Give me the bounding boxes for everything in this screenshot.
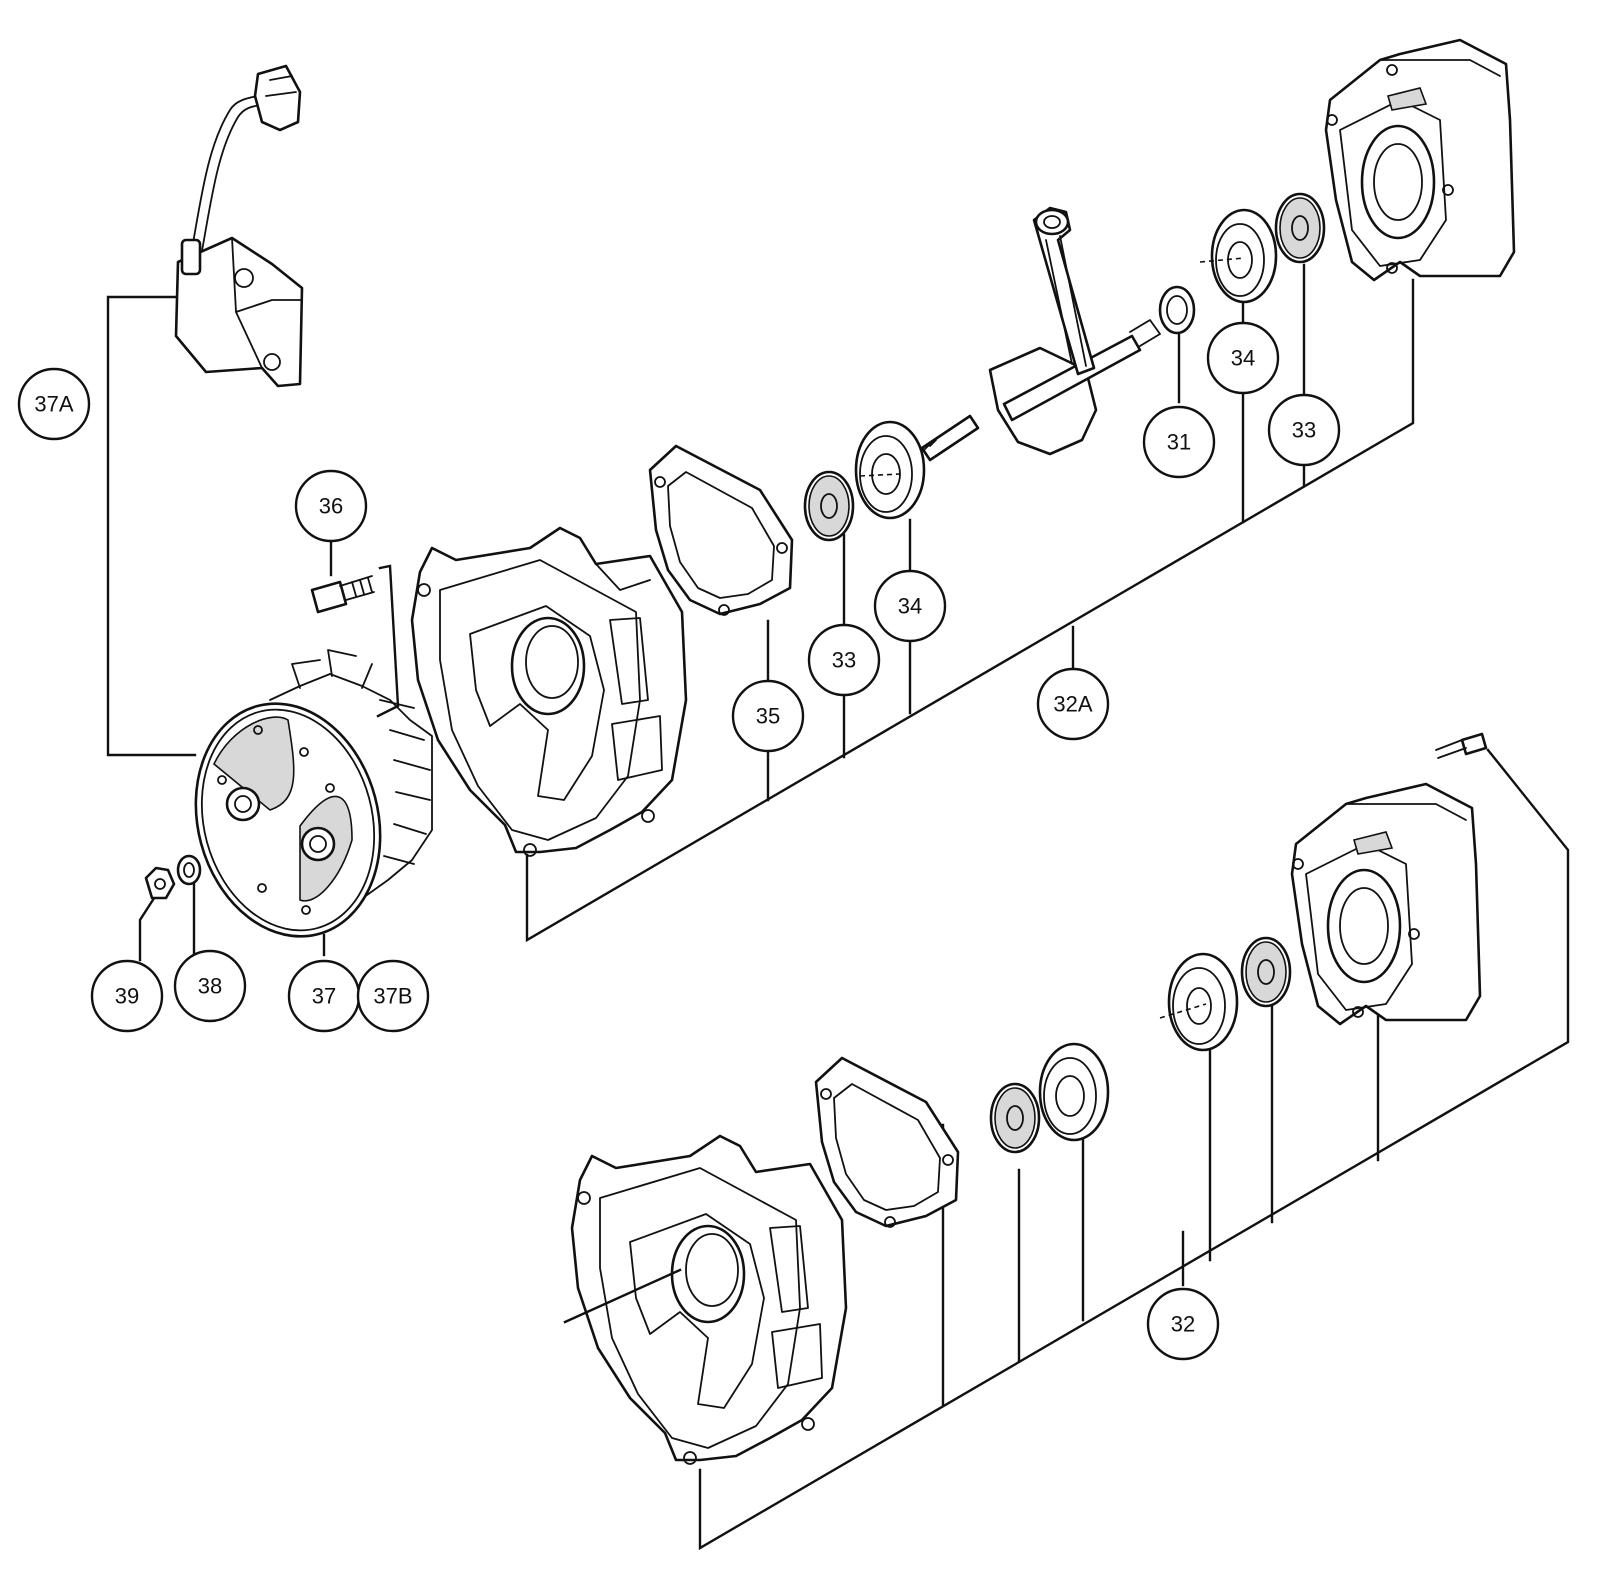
callout-33-upper-left-label: 33 bbox=[832, 648, 856, 673]
callout-33-upper-left: 33 bbox=[807, 623, 881, 697]
callout-37a-label: 37A bbox=[34, 392, 73, 417]
ignition-coil bbox=[174, 64, 304, 388]
callout-37-label: 37 bbox=[312, 984, 336, 1009]
callout-31-label: 31 bbox=[1167, 430, 1191, 455]
callout-35-label: 35 bbox=[756, 704, 780, 729]
gasket-upper bbox=[648, 444, 794, 616]
callout-38-label: 38 bbox=[198, 974, 222, 999]
crankshaft bbox=[920, 206, 1161, 462]
seal-and-bearing-lower-left bbox=[989, 1042, 1110, 1154]
screw-36 bbox=[310, 564, 400, 718]
callout-37b-label: 37B bbox=[373, 984, 412, 1009]
nut-and-washer bbox=[144, 854, 202, 900]
callout-39: 39 bbox=[90, 959, 164, 1033]
callout-38: 38 bbox=[173, 949, 247, 1023]
callout-32a: 32A bbox=[1036, 667, 1110, 741]
callout-31: 31 bbox=[1142, 405, 1216, 479]
callout-39-label: 39 bbox=[115, 984, 139, 1009]
callout-34-upper-right-label: 34 bbox=[1231, 346, 1255, 371]
crankcase-half-right-upper bbox=[1324, 38, 1516, 282]
crankcase-half-left-lower bbox=[563, 1134, 848, 1465]
callout-36: 36 bbox=[294, 469, 368, 543]
callout-37: 37 bbox=[287, 959, 361, 1033]
callout-33-upper-right: 33 bbox=[1267, 393, 1341, 467]
crankcase-half-right-lower bbox=[1290, 732, 1488, 1026]
callout-36-label: 36 bbox=[319, 494, 343, 519]
callout-32: 32 bbox=[1146, 1287, 1220, 1361]
gasket-lower bbox=[814, 1056, 960, 1228]
flywheel bbox=[194, 649, 433, 938]
callout-33-upper-right-label: 33 bbox=[1292, 418, 1316, 443]
crankcase-half-left-upper bbox=[410, 526, 688, 857]
callout-34-upper-right: 34 bbox=[1206, 321, 1280, 395]
callout-37b: 37B bbox=[356, 959, 430, 1033]
bearing-and-seal-lower-right bbox=[1159, 936, 1292, 1052]
callout-34-upper-left: 34 bbox=[873, 569, 947, 643]
callout-32a-label: 32A bbox=[1053, 692, 1092, 717]
seal-and-bearing-upper-left bbox=[803, 420, 926, 542]
callout-34-upper-left-label: 34 bbox=[898, 594, 922, 619]
callout-35: 35 bbox=[731, 679, 805, 753]
callout-32-label: 32 bbox=[1171, 1312, 1195, 1337]
washer-and-bearing-upper-right bbox=[1158, 192, 1326, 335]
callout-37a: 37A bbox=[17, 367, 91, 441]
